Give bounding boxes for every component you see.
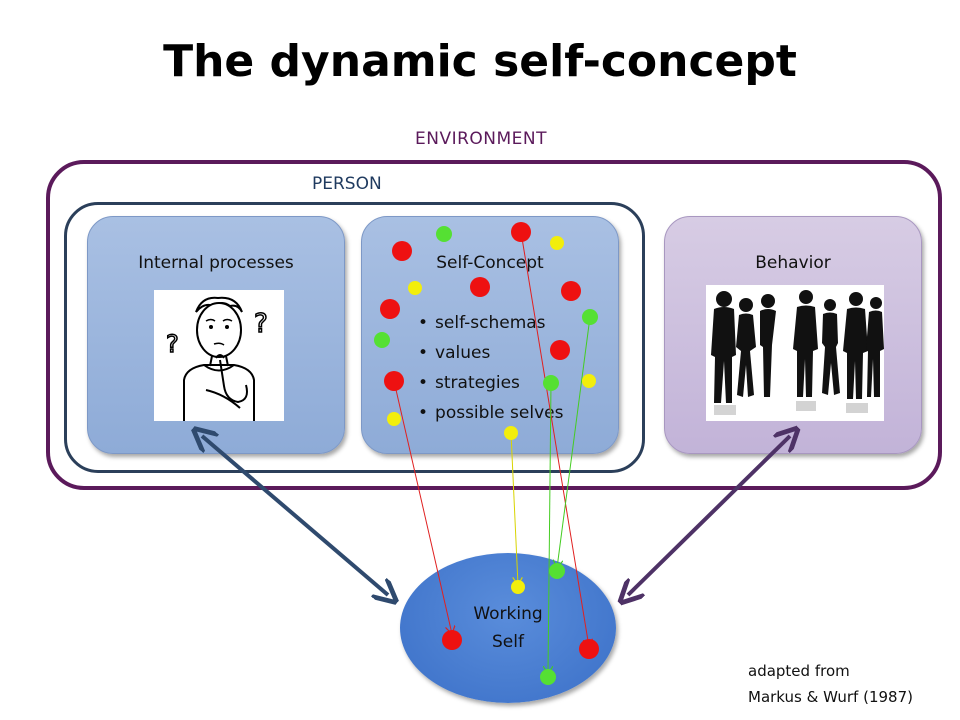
environment-box: [46, 160, 942, 490]
list-item: strategies: [418, 368, 563, 398]
self-concept-list: self-schemas values strategies possible …: [418, 308, 563, 428]
internal-working-arrow: [202, 436, 388, 595]
svg-text:?: ?: [254, 309, 268, 339]
yellow-dot: [582, 374, 596, 388]
internal-processes-title: Internal processes: [138, 253, 294, 273]
list-item: values: [418, 338, 563, 368]
red-dot: [561, 281, 581, 301]
flow-line-green: [557, 316, 591, 568]
red-dot: [392, 241, 412, 261]
red-dot: [380, 299, 400, 319]
person-label: PERSON: [312, 174, 382, 194]
environment-label: ENVIRONMENT: [415, 129, 548, 149]
green-dot: [374, 332, 390, 348]
green-dot: [543, 375, 559, 391]
credit-line2: Markus & Wurf (1987): [748, 688, 913, 706]
yellow-dot: [511, 580, 525, 594]
behavior-title: Behavior: [755, 253, 831, 273]
credit-text: adapted from Markus & Wurf (1987): [748, 658, 913, 710]
behavior-working-arrow: [628, 436, 790, 595]
yellow-dot: [504, 426, 518, 440]
page-title: The dynamic self-concept: [163, 36, 797, 87]
green-dot: [540, 669, 556, 685]
red-dot: [511, 222, 531, 242]
flow-line-green: [548, 382, 551, 674]
list-item: self-schemas: [418, 308, 563, 338]
working-self-line2: Self: [492, 632, 524, 652]
people-silhouettes-image: [706, 285, 884, 421]
yellow-dot: [550, 236, 564, 250]
working-self-ellipse: [400, 553, 616, 703]
red-dot: [579, 639, 599, 659]
green-dot: [549, 563, 565, 579]
self-concept-title: Self-Concept: [436, 253, 544, 273]
working-self-label: Working Self: [400, 600, 616, 656]
list-item: possible selves: [418, 398, 563, 428]
credit-line1: adapted from: [748, 662, 850, 680]
red-dot: [384, 371, 404, 391]
yellow-dot: [387, 412, 401, 426]
green-dot: [582, 309, 598, 325]
svg-text:?: ?: [166, 330, 179, 358]
red-dot: [442, 630, 462, 650]
flow-line-red: [393, 380, 452, 634]
red-dot: [470, 277, 490, 297]
internal-processes-panel: Internal processes: [87, 216, 345, 454]
yellow-dot: [408, 281, 422, 295]
green-dot: [436, 226, 452, 242]
flow-line-red: [520, 231, 589, 647]
working-self-dots: [442, 563, 599, 685]
working-self-line1: Working: [473, 604, 543, 624]
red-dot: [550, 340, 570, 360]
flow-line-yellow: [510, 432, 518, 585]
thinking-person-illustration: ? ?: [154, 290, 284, 421]
self-concept-dots: [374, 222, 598, 440]
